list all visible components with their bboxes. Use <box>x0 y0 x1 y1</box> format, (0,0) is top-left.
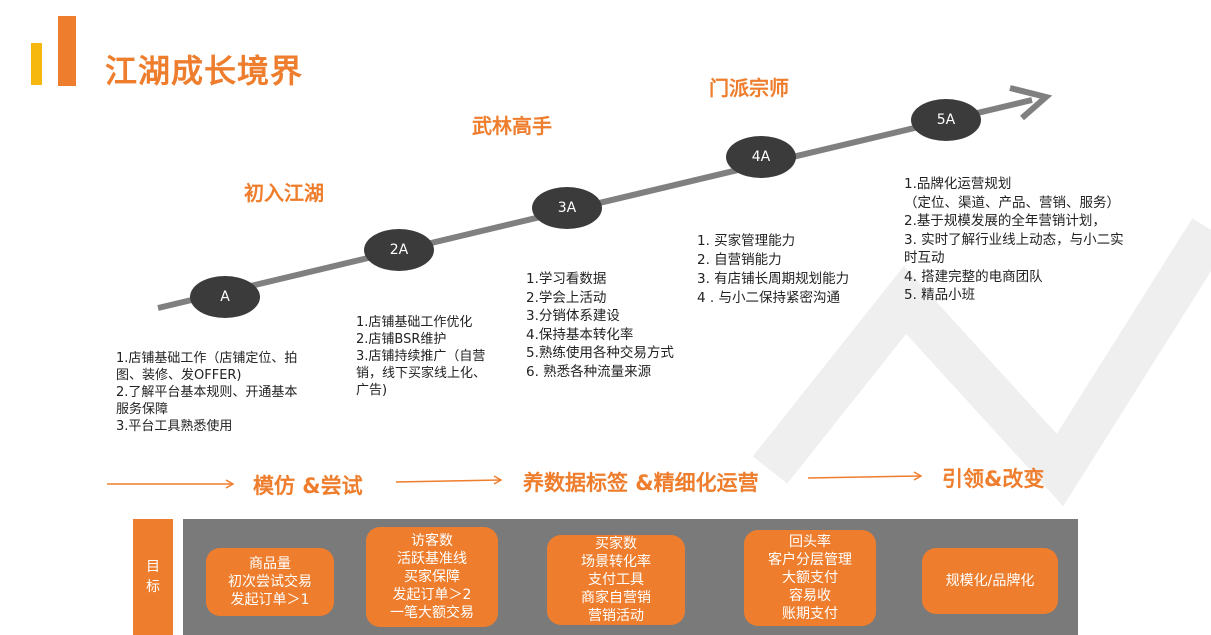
description-line: 4.保持基本转化率 <box>526 326 634 343</box>
goal-box-4a: 回头率 客户分层管理 大额支付 容易收 账期支付 <box>744 530 876 626</box>
goal-label: 目 标 <box>133 519 173 635</box>
stage-title-master: 门派宗师 <box>709 76 789 100</box>
level-node-a: A <box>190 276 260 318</box>
phase-data-tags-refined-ops: 养数据标签 &精细化运营 <box>523 471 759 495</box>
description-line: 4 . 与小二保持紧密沟通 <box>697 290 840 306</box>
level-node-4a: 4A <box>726 136 796 178</box>
description-line: 3.平台工具熟悉使用 <box>116 419 233 434</box>
level-node-2a: 2A <box>364 229 434 271</box>
goal-box-5a: 规模化/品牌化 <box>922 548 1058 614</box>
description-line: 1. 买家管理能力 <box>697 233 796 249</box>
phase-lead-change: 引领&改变 <box>942 467 1045 491</box>
phase-imitate-try: 模仿 &尝试 <box>253 474 363 498</box>
description-line: 2.学会上活动 <box>526 289 607 306</box>
description-line: 1.品牌化运营规划 <box>904 176 1012 192</box>
goal-box-2a: 访客数 活跃基准线 买家保障 发起订单＞2 一笔大额交易 <box>366 527 498 627</box>
description-line: （定位、渠道、产品、营销、服务） <box>904 194 1120 211</box>
description-line: 3. 有店铺长周期规划能力 <box>697 271 850 287</box>
description-line: 广告) <box>356 383 388 398</box>
description-line: 3.分销体系建设 <box>526 308 620 324</box>
description-line: 3.店铺持续推广（自营 <box>356 349 486 364</box>
phase-arrow-3 <box>807 475 921 479</box>
description-line: 2. 自营销能力 <box>697 252 782 268</box>
description-line: 1.店铺基础工作（店铺定位、拍 <box>116 351 298 366</box>
level-4a-description: 1. 买家管理能力 2. 自营销能力 3. 有店铺长周期规划能力 4 . 与小二… <box>697 232 849 308</box>
description-line: 2.基于规模发展的全年营销计划， <box>904 213 1106 229</box>
goal-box-a: 商品量 初次尝试交易 发起订单＞1 <box>206 548 334 616</box>
description-line: 服务保障 <box>116 402 169 417</box>
level-node-5a: 5A <box>911 99 981 141</box>
page-title: 江湖成长境界 <box>105 52 304 90</box>
phase-arrow-2 <box>395 479 501 483</box>
title-accent-bar-yellow <box>31 43 42 85</box>
level-5a-description: 1.品牌化运营规划 （定位、渠道、产品、营销、服务） 2.基于规模发展的全年营销… <box>904 175 1124 305</box>
description-line: 2.店铺BSR维护 <box>356 332 447 347</box>
level-2a-description: 1.店铺基础工作优化 2.店铺BSR维护 3.店铺持续推广（自营 销，线下买家线… <box>356 314 486 399</box>
description-line: 1.店铺基础工作优化 <box>356 315 473 330</box>
description-line: 4. 搭建完整的电商团队 <box>904 268 1043 285</box>
description-line: 6. 熟悉各种流量来源 <box>526 363 652 380</box>
goal-box-3a: 买家数 场景转化率 支付工具 商家自营销 营销活动 <box>547 535 685 625</box>
title-accent-bar-orange <box>58 16 76 86</box>
description-line: 5.熟练使用各种交易方式 <box>526 345 674 361</box>
description-line: 5. 精品小班 <box>904 287 976 303</box>
description-line: 1.学习看数据 <box>526 271 607 287</box>
level-node-3a: 3A <box>532 187 602 229</box>
growth-arrow-head <box>1009 85 1053 121</box>
description-line: 图、装修、发OFFER) <box>116 368 242 383</box>
stage-title-beginner: 初入江湖 <box>244 181 324 205</box>
stage-title-expert: 武林高手 <box>472 114 552 138</box>
description-line: 时互动 <box>904 250 945 266</box>
description-line: 2.了解平台基本规则、开通基本 <box>116 385 298 400</box>
description-line: 销，线下买家线上化、 <box>356 366 487 381</box>
description-line: 3. 实时了解行业线上动态，与小二实 <box>904 231 1124 248</box>
background-chevron-decoration <box>752 218 1211 507</box>
level-a-description: 1.店铺基础工作（店铺定位、拍 图、装修、发OFFER) 2.了解平台基本规则、… <box>116 350 297 435</box>
level-3a-description: 1.学习看数据 2.学会上活动 3.分销体系建设 4.保持基本转化率 5.熟练使… <box>526 270 674 381</box>
